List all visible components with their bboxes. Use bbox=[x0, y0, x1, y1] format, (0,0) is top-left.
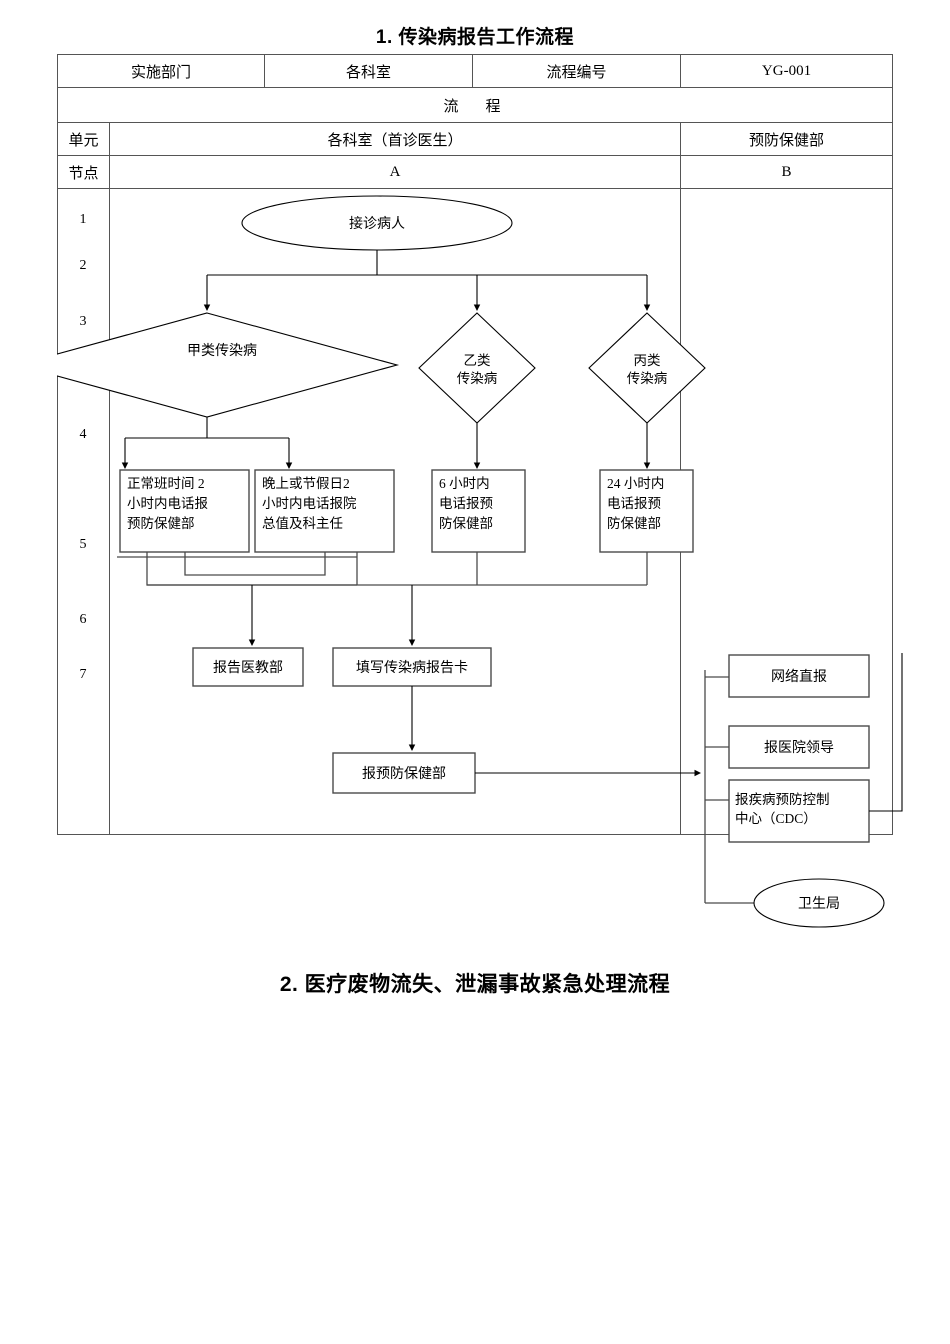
time-box-2-line2: 小时内电话报院 bbox=[262, 496, 357, 511]
page-title-2: 2. 医疗废物流失、泄漏事故紧急处理流程 bbox=[279, 973, 671, 996]
action-box-3-label: 报预防保健部 bbox=[362, 766, 446, 782]
time-box-4 bbox=[599, 469, 694, 553]
decision-3-label-line2: 传染病 bbox=[627, 371, 668, 386]
time-box-1 bbox=[119, 469, 250, 553]
decision-diamond-1 bbox=[57, 312, 400, 418]
node-index-5: 5 bbox=[79, 537, 87, 552]
end-oval bbox=[753, 878, 885, 928]
decision-2-label-line2: 传染病 bbox=[457, 371, 498, 386]
dept-box-3-line2: 中心（CDC） bbox=[735, 811, 817, 826]
time-box-1-line1: 正常班时间 2 bbox=[127, 476, 205, 491]
cell-unit-b: 预防保健部 bbox=[680, 122, 894, 156]
start-label: 接诊病人 bbox=[349, 215, 405, 232]
action-box-2 bbox=[332, 647, 492, 687]
decision-3-label-line1: 丙类 bbox=[634, 353, 661, 368]
dept-box-1 bbox=[728, 654, 870, 698]
flowchart-canvas: 接诊病人 甲类传染病 乙类 传染病 丙类 传染病 bbox=[57, 185, 903, 945]
time-box-3 bbox=[431, 469, 526, 553]
time-box-3-line1: 6 小时内 bbox=[439, 476, 490, 491]
cell-code-label: 流程编号 bbox=[472, 54, 682, 88]
action-box-1-label: 报告医教部 bbox=[213, 660, 283, 676]
cell-node-label: 节点 bbox=[57, 155, 110, 189]
action-box-2-label: 填写传染病报告卡 bbox=[356, 660, 468, 676]
time-box-4-line3: 防保健部 bbox=[607, 516, 661, 531]
node-index-2: 2 bbox=[79, 258, 87, 273]
dept-box-3-line1: 报疾病预防控制 bbox=[735, 792, 830, 807]
node-index-1: 1 bbox=[79, 212, 87, 227]
cell-node-b: B bbox=[680, 155, 894, 189]
action-box-3 bbox=[332, 752, 476, 794]
dept-box-3 bbox=[728, 779, 870, 843]
time-box-4-line2: 电话报预 bbox=[607, 496, 661, 511]
time-box-2-line1: 晚上或节假日2 bbox=[262, 476, 350, 491]
table-row-flow: 流 程 bbox=[56, 87, 894, 123]
time-box-3-line2: 电话报预 bbox=[439, 496, 493, 511]
node-index-7: 7 bbox=[79, 667, 87, 682]
page-title-1: 1. 传染病报告工作流程 bbox=[375, 27, 575, 48]
time-box-2-line3: 总值及科主任 bbox=[262, 516, 343, 531]
node-index-4: 4 bbox=[79, 427, 87, 442]
cell-dept-value: 各科室 bbox=[264, 54, 474, 88]
time-box-4-line1: 24 小时内 bbox=[607, 476, 664, 491]
node-index-3: 3 bbox=[79, 314, 87, 329]
process-header-table: 实施部门 各科室 流程编号 YG-001 流 程 单元 各科室（首诊医生） 预防… bbox=[56, 54, 894, 835]
dept-box-2 bbox=[728, 725, 870, 769]
dept-box-1-label: 网络直报 bbox=[771, 668, 827, 685]
table-row-department: 实施部门 各科室 流程编号 YG-001 bbox=[56, 54, 894, 88]
dept-box-2-label: 报医院领导 bbox=[764, 740, 834, 756]
cell-node-a: A bbox=[108, 155, 682, 189]
cell-unit-label: 单元 bbox=[57, 122, 110, 156]
decision-diamond-2 bbox=[418, 312, 536, 424]
time-box-2 bbox=[254, 469, 395, 553]
decision-1-label: 甲类传染病 bbox=[187, 343, 257, 359]
cell-unit-a: 各科室（首诊医生） bbox=[108, 122, 682, 156]
time-box-3-line3: 防保健部 bbox=[439, 516, 493, 531]
time-box-1-line2: 小时内电话报 bbox=[127, 496, 208, 511]
cell-flow-title: 流 程 bbox=[56, 87, 894, 123]
end-label: 卫生局 bbox=[798, 896, 840, 912]
node-index-6: 6 bbox=[79, 612, 87, 627]
decision-2-label-line1: 乙类 bbox=[464, 353, 491, 368]
cell-code-value: YG-001 bbox=[680, 54, 894, 88]
decision-diamond-3 bbox=[588, 312, 706, 424]
table-row-unit: 单元 各科室（首诊医生） 预防保健部 bbox=[57, 122, 894, 156]
cell-dept-label: 实施部门 bbox=[56, 54, 266, 88]
time-box-1-line3: 预防保健部 bbox=[127, 516, 195, 531]
action-box-1 bbox=[192, 647, 304, 687]
table-row-node: 节点 A B bbox=[57, 155, 894, 189]
